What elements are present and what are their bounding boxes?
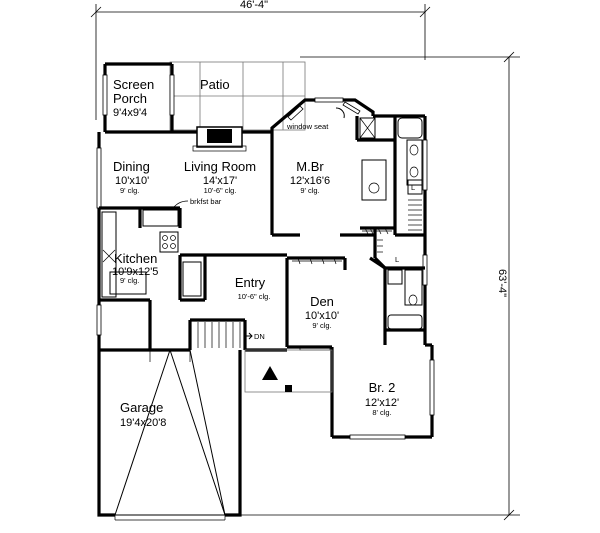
stair-down-note: DN xyxy=(254,332,265,341)
master-bedroom-ceiling: 9' clg. xyxy=(300,186,319,195)
master-bath-fixtures xyxy=(359,117,423,231)
master-bedroom-label: M.Br xyxy=(296,159,324,174)
garage-size: 19'4x20'8 xyxy=(120,417,166,429)
overall-width-label: 46'-4" xyxy=(240,0,268,11)
front-stoop xyxy=(244,349,333,393)
bedroom-2-ceiling: 8' clg. xyxy=(372,408,391,417)
width-dimension xyxy=(90,4,431,120)
kitchen-ceiling: 9' clg. xyxy=(120,276,139,285)
window-seat-note: window seat xyxy=(286,122,329,131)
overall-depth-label: 63'-4" xyxy=(496,269,508,297)
kitchen-fixtures xyxy=(101,209,202,298)
room-labels: Screen Porch 9'4x9'4 Patio Living Room 1… xyxy=(112,77,399,429)
master-bedroom-size: 12'x16'6 xyxy=(290,175,330,187)
den-size: 10'x10' xyxy=(305,310,339,322)
breakfast-bar-note: brkfst bar xyxy=(190,197,222,206)
den-ceiling: 9' clg. xyxy=(312,321,331,330)
screen-porch-structure xyxy=(102,62,175,132)
living-room-label: Living Room xyxy=(184,159,256,174)
bedroom-2-label: Br. 2 xyxy=(369,380,396,395)
patio-paving xyxy=(169,61,306,131)
bay-windows xyxy=(287,97,361,121)
patio-label: Patio xyxy=(200,77,230,92)
screen-porch-label-1: Screen xyxy=(113,77,154,92)
dining-size: 10'x10' xyxy=(115,175,149,187)
dining-ceiling: 9' clg. xyxy=(120,186,139,195)
den-label: Den xyxy=(310,294,334,309)
bedroom-2-size: 12'x12' xyxy=(365,397,399,409)
hall-bath-fixtures xyxy=(387,269,423,330)
garage-structure xyxy=(97,349,242,521)
breakfast-bar-leader xyxy=(171,200,189,211)
linen-closet-1-label: L xyxy=(411,183,415,192)
screen-porch-size: 9'4x9'4 xyxy=(113,107,147,119)
annotations: window seat brkfst bar DN L L xyxy=(190,122,415,341)
linen-closet-2-label: L xyxy=(395,255,399,264)
kitchen-label: Kitchen xyxy=(114,251,157,266)
dimension-labels: 46'-4" 63'-4" xyxy=(240,0,508,297)
stair xyxy=(197,322,253,348)
entry-label: Entry xyxy=(235,275,266,290)
interior-walls xyxy=(99,116,425,352)
kitchen-size: 10'9x12'5 xyxy=(112,266,158,278)
fireplace xyxy=(192,126,247,152)
garage-label: Garage xyxy=(120,400,163,415)
living-room-ceiling: 10'-6" clg. xyxy=(204,186,237,195)
exterior-windows xyxy=(96,139,435,440)
entry-ceiling: 10'-6" clg. xyxy=(238,292,271,301)
dining-label: Dining xyxy=(113,159,150,174)
screen-porch-label-2: Porch xyxy=(113,91,147,106)
depth-dimension xyxy=(240,51,520,521)
closet-shelves xyxy=(292,227,392,265)
living-room-size: 14'x17' xyxy=(203,175,237,187)
